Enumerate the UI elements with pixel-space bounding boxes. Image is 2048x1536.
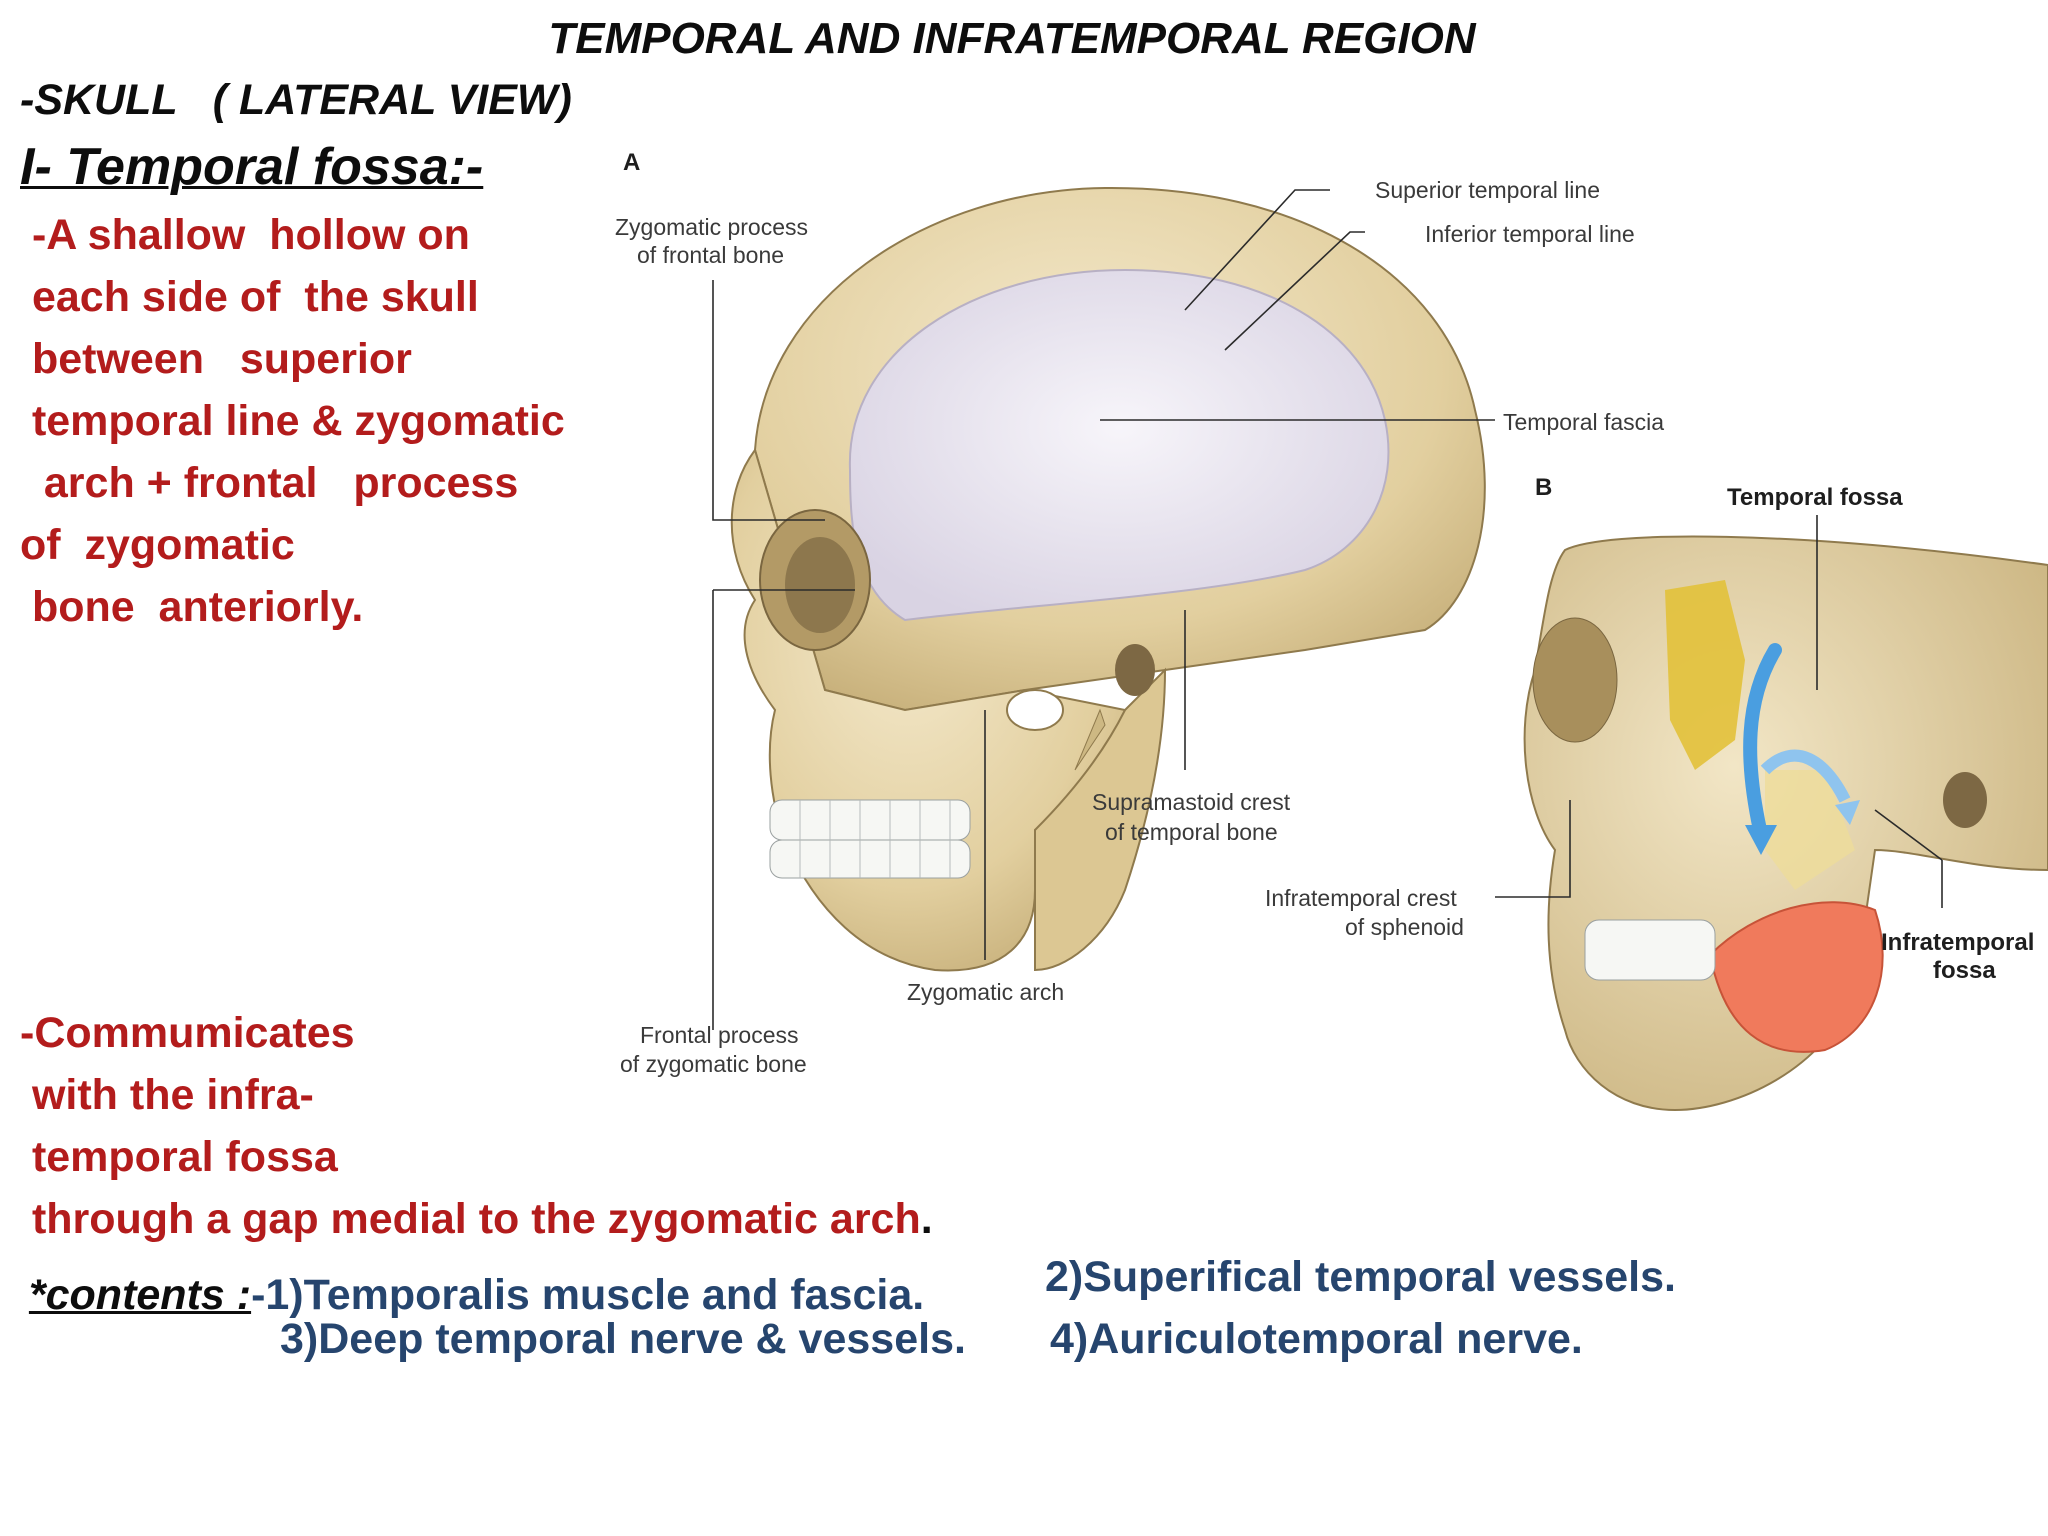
label-superior-temporal-line: Superior temporal line [1375,177,1600,203]
description-line: each side of the skull [20,273,479,321]
infratemporal-fossa-highlight [1765,770,1855,890]
contents-item-2: 2)Superifical temporal vessels. [1045,1253,1676,1301]
communicates-line: -Commumicates [20,1009,355,1057]
contents-item-3: 3)Deep temporal nerve & vessels. [280,1315,966,1363]
mandible-shape [1034,667,1167,972]
label-zygomatic-arch: Zygomatic arch [907,979,1064,1005]
description-line: bone anteriorly. [20,583,364,631]
teeth-b [1584,919,1716,981]
arrow-down-head [1745,825,1777,855]
label-frontal-process-2: of zygomatic bone [620,1051,807,1077]
temporal-fossa-highlight [1665,580,1745,770]
contents-item-4: 4)Auriculotemporal nerve. [1050,1315,1583,1363]
skull-lateral-figure: A Zygomatic process of frontal bone Supe… [615,150,1664,1077]
styloid-process [1074,708,1106,771]
communicates-block: -Commumicates with the infra- temporal f… [20,1002,933,1250]
description-line: arch + frontal process [20,459,519,507]
label-infratemporal-crest-1: Infratemporal crest [1265,885,1457,911]
orbit-b [1532,617,1618,743]
label-inferior-temporal-line: Inferior temporal line [1425,221,1635,247]
section-heading: I- Temporal fossa:- [20,138,484,196]
temporal-fascia-shape [848,268,1390,622]
description-line: between superior [20,335,412,383]
communicates-period: . [920,1195,933,1243]
description-line: of zygomatic [20,521,295,569]
label-infratemporal-fossa-1: Infratemporal [1881,929,2034,956]
ear-canal-b [1943,772,1987,828]
ear-canal [1115,644,1155,696]
communicates-last-text: through a gap medial to the zygomatic ar… [20,1195,921,1243]
subtitle: -SKULL ( LATERAL VIEW) [20,76,572,124]
label-supramastoid-1: Supramastoid crest [1092,789,1291,815]
label-frontal-process-1: Frontal process [640,1022,799,1048]
communicates-line: temporal fossa [20,1133,338,1181]
masseter-muscle [1708,901,1884,1053]
label-supramastoid-2: of temporal bone [1105,819,1278,845]
arrow-right [1760,749,1851,803]
teeth [769,799,971,879]
contents-row-1: *contents :-1)Temporalis muscle and fasc… [20,1253,924,1320]
infratemporal-crest-label: Infratemporal crest of sphenoid [1265,885,1464,940]
contents-item-1: -1)Temporalis muscle and fascia. [251,1271,925,1319]
label-infratemporal-crest-2: of sphenoid [1345,914,1464,940]
zygomatic-gap [1006,689,1064,731]
communicates-line: with the infra- [20,1071,314,1119]
panel-letter-b: B [1535,474,1552,501]
orbit-inner [785,537,855,633]
arrow-down [1743,643,1782,837]
leader-lines-a [712,189,1495,1030]
contents-label: *contents : [28,1271,252,1319]
description-line: temporal line & zygomatic [20,397,565,445]
label-temporal-fascia: Temporal fascia [1503,409,1664,435]
label-zygomatic-process-2: of frontal bone [637,242,784,268]
communicates-line: through a gap medial to the zygomatic ar… [20,1188,933,1250]
label-temporal-fossa: Temporal fossa [1727,484,1903,511]
panel-letter-a: A [623,150,640,176]
skull-fossa-figure: B Temporal fossa Infratemporal fossa [1495,474,2048,1112]
arrow-right-head [1835,800,1860,825]
description-line: -A shallow hollow on [20,211,470,259]
description-block: -A shallow hollow on each side of the sk… [20,204,565,638]
label-infratemporal-fossa-2: fossa [1933,957,1996,984]
leader-lines-b [1495,515,1943,908]
page-title: TEMPORAL AND INFRATEMPORAL REGION [548,14,1476,63]
label-zygomatic-process-1: Zygomatic process [615,214,808,240]
